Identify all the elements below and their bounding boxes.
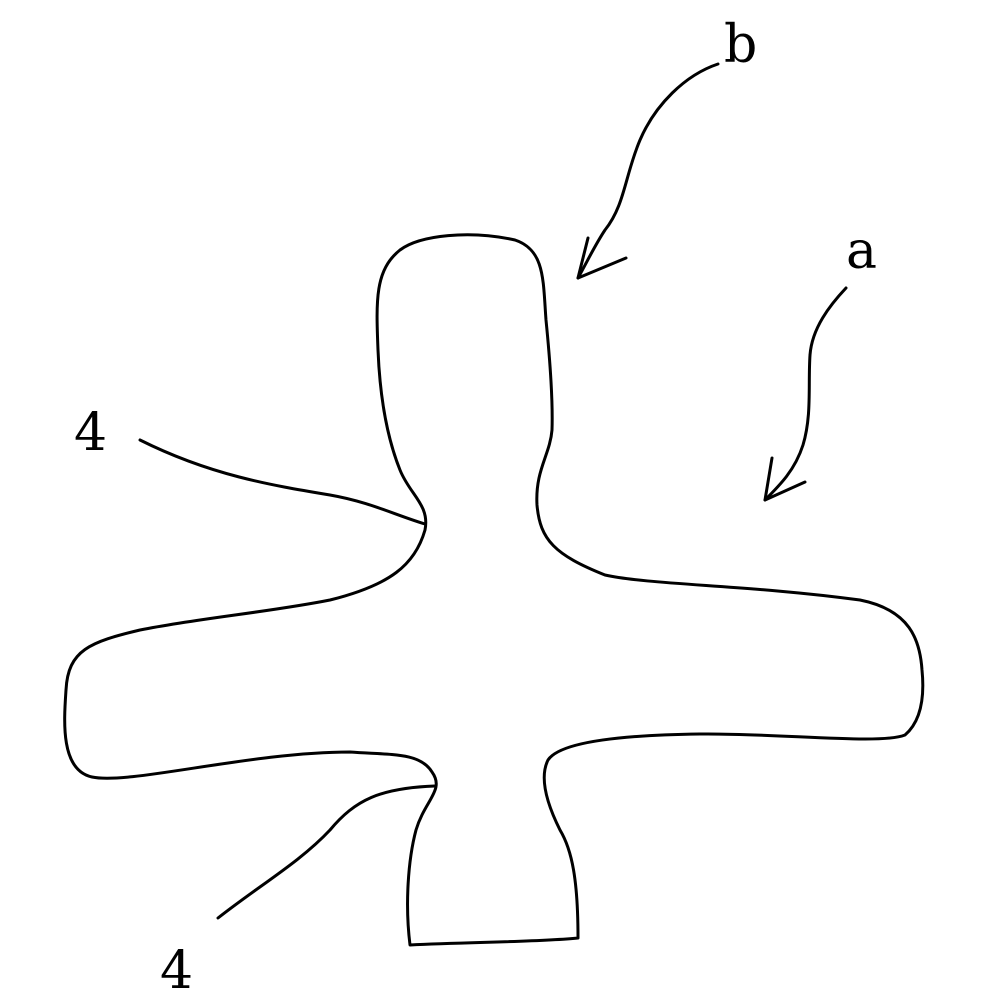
arrow-a-shaft (763, 286, 848, 502)
arrow-a-head (763, 456, 807, 502)
arrow-b-head (576, 236, 628, 280)
label-part-4-bottom: 4 (160, 941, 193, 1000)
arrow-b-shaft (576, 62, 720, 280)
label-a: a (846, 221, 877, 281)
leader-line-bottom-4 (216, 784, 437, 920)
leader-line-left-4 (138, 438, 427, 526)
profile-outline (63, 233, 925, 947)
label-part-4-left: 4 (74, 403, 107, 463)
label-b: b (724, 15, 757, 75)
